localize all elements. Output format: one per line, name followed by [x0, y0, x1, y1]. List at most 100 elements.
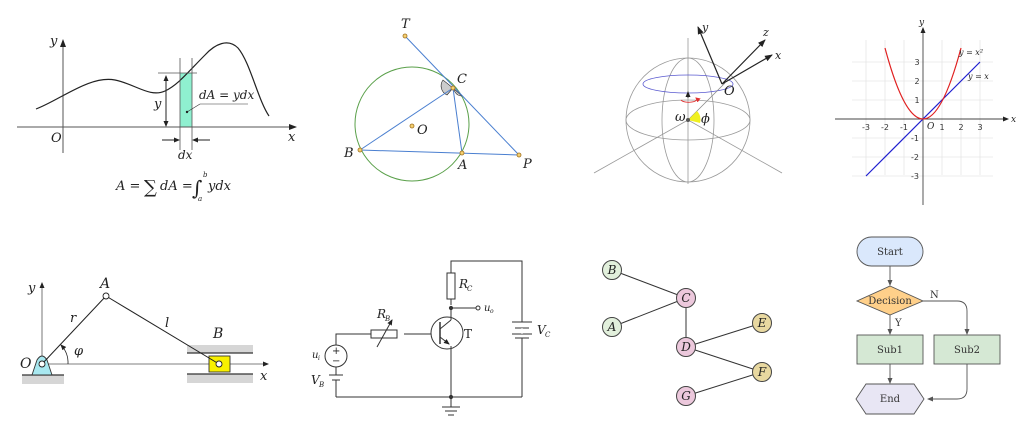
flow-sub2: Sub2	[933, 334, 1001, 365]
phi-label: ϕ	[701, 112, 710, 127]
svg-text:u: u	[312, 350, 318, 361]
resistor-rc	[446, 272, 456, 300]
flow-end: End	[855, 383, 925, 415]
flow-start: Start	[856, 236, 924, 267]
rotation-arrow-icon	[680, 97, 701, 103]
edge-label-yes: Y	[894, 318, 902, 329]
svg-text:-2: -2	[881, 123, 889, 132]
svg-text:-3: -3	[911, 172, 919, 181]
svg-text:D: D	[680, 340, 691, 354]
svg-text:Start: Start	[877, 247, 903, 258]
svg-text:-1: -1	[911, 134, 919, 143]
flow-sub1: Sub1	[856, 334, 924, 365]
svg-text:u: u	[484, 303, 490, 314]
strip-formula: dA = ydx	[199, 88, 254, 102]
svg-text:A =: A =	[115, 179, 140, 194]
plot-y-label: y	[918, 18, 925, 28]
sphere-z-label: z	[762, 26, 769, 39]
svg-text:V: V	[537, 323, 547, 337]
mech-origin-label: O	[20, 356, 32, 372]
svg-text:-2: -2	[911, 153, 919, 162]
svg-text:R: R	[376, 307, 386, 321]
area-strip	[180, 73, 192, 127]
y-axis-arrow	[697, 26, 723, 85]
svg-text:G: G	[681, 389, 691, 403]
svg-text:C: C	[467, 285, 473, 293]
graph-node-d: D	[676, 337, 696, 357]
svg-text:dA =: dA =	[160, 179, 193, 194]
svg-text:Sub2: Sub2	[954, 345, 980, 356]
svg-text:i: i	[318, 355, 320, 362]
slider-crank-panel: O y x A B r l φ	[20, 276, 269, 384]
svg-text:A: A	[607, 320, 617, 334]
svg-text:+: +	[332, 346, 340, 357]
height-label: y	[153, 97, 162, 112]
svg-text:−: −	[332, 356, 340, 367]
parabola-legend: y = x²	[958, 48, 983, 57]
graph-node-e: E	[752, 313, 772, 333]
circle-geometry-panel: T C O B A P	[343, 17, 532, 182]
graph-node-a: A	[602, 317, 622, 337]
svg-text:R: R	[458, 277, 468, 291]
plot-x-label: x	[1011, 115, 1016, 125]
plot-origin-label: O	[927, 122, 935, 132]
svg-text:Decision: Decision	[868, 296, 912, 307]
output-terminal	[475, 305, 481, 311]
point-p-label: P	[522, 157, 532, 172]
svg-text:3: 3	[977, 123, 982, 132]
svg-text:1: 1	[914, 96, 919, 105]
svg-text:2: 2	[914, 77, 919, 86]
point-t-label: T	[401, 17, 411, 32]
svg-text:B: B	[607, 263, 617, 277]
svg-text:1: 1	[939, 123, 944, 132]
graph-node-g: G	[676, 386, 696, 406]
transistor-label: T	[464, 327, 472, 341]
graph-node-c: C	[676, 288, 696, 308]
svg-text:∫: ∫	[192, 176, 202, 200]
parabola-y-equals-x-squared	[884, 47, 962, 120]
sphere-x-label: x	[775, 49, 782, 62]
circle	[354, 66, 470, 182]
transistor-t	[430, 316, 464, 350]
point-b-label: B	[343, 146, 354, 161]
svg-text:a: a	[198, 195, 202, 203]
flowchart-panel: Start Decision Sub1 Sub2 End N Y	[855, 236, 1001, 415]
svg-text:o: o	[490, 308, 494, 315]
point-o-label: O	[417, 123, 428, 138]
width-label: dx	[178, 148, 193, 162]
edge-label-no: N	[930, 290, 939, 301]
svg-text:C: C	[545, 331, 551, 339]
slider-b-label: B	[212, 326, 223, 342]
sphere-origin-label: O	[724, 84, 735, 99]
crank-r	[41, 295, 107, 365]
svg-text:-1: -1	[900, 123, 908, 132]
area-formula: A = ∑ dA = ∫ b a ydx	[115, 171, 232, 203]
svg-text:C: C	[681, 291, 690, 305]
svg-text:B: B	[384, 315, 390, 323]
svg-text:2: 2	[958, 123, 963, 132]
phi-angle	[688, 111, 701, 123]
svg-text:End: End	[880, 394, 901, 405]
rod-l-label: l	[165, 316, 169, 331]
svg-text:3: 3	[914, 58, 919, 67]
mech-y-label: y	[27, 281, 36, 296]
svg-text:ydx: ydx	[207, 179, 232, 194]
omega-label: ω	[675, 110, 686, 125]
svg-text:B: B	[318, 381, 324, 389]
svg-text:∑: ∑	[144, 177, 157, 198]
x-axis-label: x	[288, 130, 296, 145]
function-curve	[35, 42, 270, 117]
tree-graph-panel: B A C D G E F	[602, 260, 772, 406]
graph-node-b: B	[602, 260, 622, 280]
origin-label: O	[51, 131, 62, 146]
svg-text:-3: -3	[862, 123, 870, 132]
svg-text:Sub1: Sub1	[877, 345, 903, 356]
z-axis-arrow	[721, 39, 766, 85]
svg-text:F: F	[757, 365, 767, 379]
angle-phi-label: φ	[74, 344, 84, 359]
y-axis-label: y	[49, 34, 58, 49]
svg-text:b: b	[203, 171, 208, 179]
